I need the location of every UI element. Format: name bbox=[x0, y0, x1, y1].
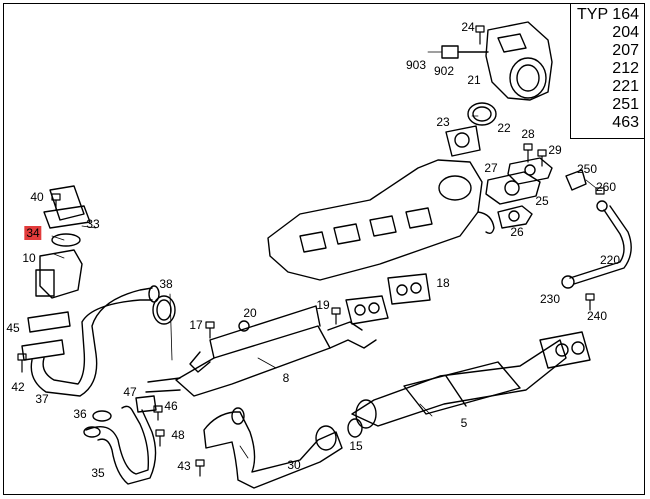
vehicle-type-header: TYP 164 bbox=[571, 6, 639, 24]
callout-19[interactable]: 19 bbox=[316, 298, 330, 312]
main-exhaust-pipe-part bbox=[351, 331, 591, 429]
vehicle-type-value: 207 bbox=[612, 42, 639, 59]
callout-21[interactable]: 21 bbox=[467, 73, 481, 87]
egr-pipe-part bbox=[561, 169, 632, 289]
callout-24[interactable]: 24 bbox=[461, 20, 475, 34]
leader-lines bbox=[51, 51, 597, 459]
callout-35[interactable]: 35 bbox=[91, 466, 105, 480]
callout-48[interactable]: 48 bbox=[171, 428, 185, 442]
callout-17[interactable]: 17 bbox=[189, 318, 203, 332]
callout-10[interactable]: 10 bbox=[22, 251, 36, 265]
flange-gasket-parts bbox=[485, 157, 553, 229]
callout-18[interactable]: 18 bbox=[436, 276, 450, 290]
callout-250[interactable]: 250 bbox=[576, 162, 598, 176]
throttle-housing-part bbox=[441, 21, 553, 101]
callout-47[interactable]: 47 bbox=[123, 385, 137, 399]
callout-38[interactable]: 38 bbox=[159, 277, 173, 291]
throttle-gasket-parts bbox=[445, 102, 497, 157]
flange-19-part bbox=[345, 295, 389, 325]
callout-34-highlighted[interactable]: 34 bbox=[24, 226, 42, 240]
callout-29[interactable]: 29 bbox=[548, 143, 562, 157]
callout-25[interactable]: 25 bbox=[535, 194, 549, 208]
vehicle-type-value: 212 bbox=[612, 60, 639, 77]
callout-220[interactable]: 220 bbox=[599, 253, 621, 267]
vehicle-type-value: 463 bbox=[612, 114, 639, 131]
pipe-35-part bbox=[83, 395, 157, 485]
callout-37[interactable]: 37 bbox=[35, 392, 49, 406]
callout-260[interactable]: 260 bbox=[595, 180, 617, 194]
vehicle-type-value: 164 bbox=[612, 6, 639, 23]
callout-23[interactable]: 23 bbox=[436, 115, 450, 129]
gasket-38-part bbox=[152, 295, 176, 325]
vehicle-type-value: 204 bbox=[612, 24, 639, 41]
callout-230[interactable]: 230 bbox=[539, 292, 561, 306]
egr-cooler-pipe-part bbox=[21, 285, 160, 397]
callout-28[interactable]: 28 bbox=[521, 127, 535, 141]
callout-27[interactable]: 27 bbox=[484, 161, 498, 175]
callout-33[interactable]: 33 bbox=[86, 217, 100, 231]
egr-cooler-part bbox=[145, 305, 377, 397]
callout-20[interactable]: 20 bbox=[243, 306, 257, 320]
callout-903[interactable]: 903 bbox=[405, 58, 427, 72]
intake-manifold-part bbox=[267, 159, 495, 281]
egr-valve-part bbox=[27, 185, 91, 333]
gasket-15-part bbox=[347, 418, 363, 438]
flange-18-part bbox=[387, 273, 431, 305]
callout-43[interactable]: 43 bbox=[177, 459, 191, 473]
small-gasket-parts bbox=[92, 320, 250, 422]
diagram-frame bbox=[3, 3, 645, 495]
callout-8[interactable]: 8 bbox=[282, 371, 290, 385]
callout-902[interactable]: 902 bbox=[433, 64, 455, 78]
callout-45[interactable]: 45 bbox=[6, 321, 20, 335]
vehicle-type-value: 221 bbox=[612, 78, 639, 95]
callout-36[interactable]: 36 bbox=[73, 407, 87, 421]
vehicle-type-prefix: TYP bbox=[577, 6, 609, 23]
callout-46[interactable]: 46 bbox=[164, 399, 178, 413]
callout-26[interactable]: 26 bbox=[510, 225, 524, 239]
vehicle-type-value: 251 bbox=[612, 96, 639, 113]
callout-30[interactable]: 30 bbox=[287, 458, 301, 472]
front-pipe-30-part bbox=[203, 407, 343, 489]
vehicle-type-box: TYP 164 204 207 212 221 251 463 bbox=[570, 3, 645, 139]
callout-40[interactable]: 40 bbox=[30, 190, 44, 204]
bolt-parts bbox=[17, 25, 605, 477]
callout-22[interactable]: 22 bbox=[497, 121, 511, 135]
callout-15[interactable]: 15 bbox=[349, 439, 363, 453]
callout-240[interactable]: 240 bbox=[586, 309, 608, 323]
callout-5[interactable]: 5 bbox=[460, 416, 468, 430]
callout-42[interactable]: 42 bbox=[11, 380, 25, 394]
